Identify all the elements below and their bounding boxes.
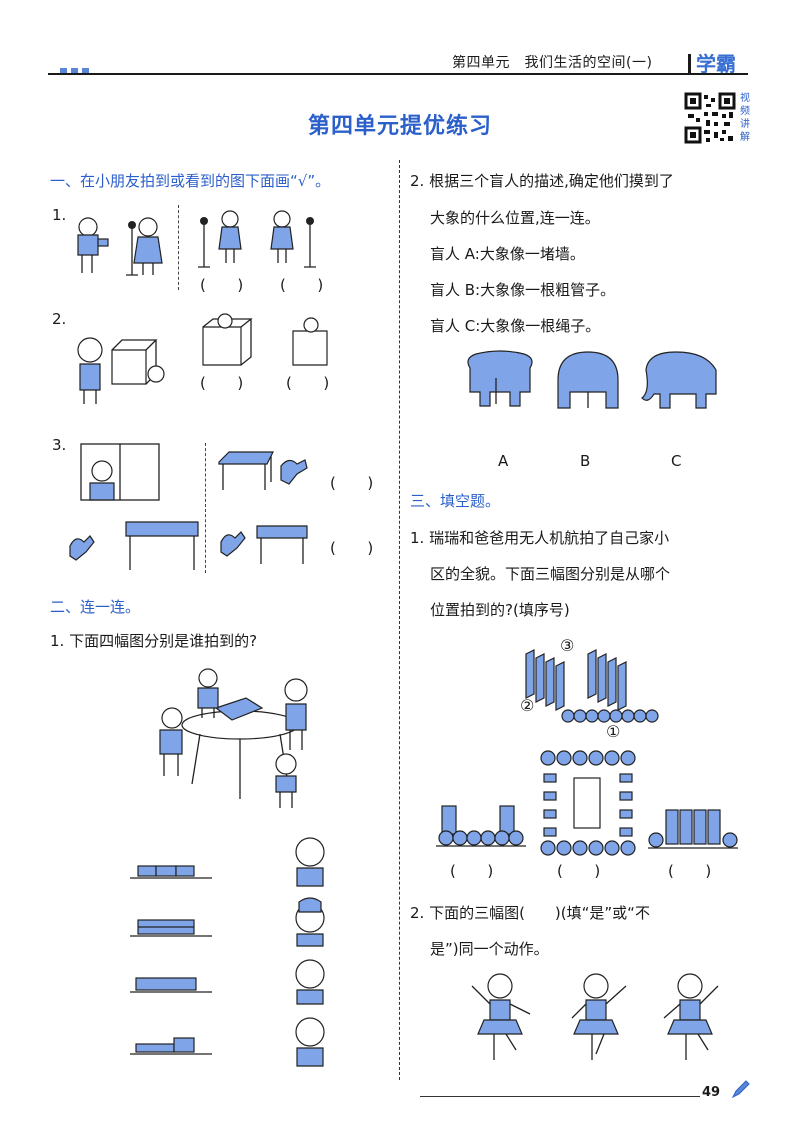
q2-viewer-cube-scene <box>77 337 165 404</box>
brand-logo: 学霸 <box>688 48 736 77</box>
dancing-girls-image <box>471 973 719 1060</box>
elephant-label-a: A <box>498 452 509 470</box>
p2-q1-text: 1. 下面四幅图分别是谁拍到的? <box>50 632 258 650</box>
p3-q1-line2: 区的全貌。下面三幅图分别是从哪个 <box>430 565 671 583</box>
blind-b-text: 盲人 B:大象像一根粗管子。 <box>430 281 616 299</box>
aerial-answer-3[interactable]: ( ) <box>668 862 712 880</box>
page-number: 49 <box>702 1085 721 1100</box>
p3-q1-line1: 1. 瑞瑞和爸爸用无人机航拍了自己家小 <box>410 529 670 547</box>
part1-heading: 一、在小朋友拍到或看到的图下面画“√”。 <box>50 172 331 190</box>
p3-q2-line1: 2. 下面的三幅图( )(填“是”或“不 <box>410 904 650 922</box>
view-from-side-image <box>436 805 526 847</box>
q3-dog-table-scene <box>69 521 199 570</box>
q1-answer-b[interactable]: ( ) <box>280 276 324 294</box>
q3-answer-b[interactable]: ( ) <box>330 539 374 557</box>
p1-q2-number: 2. <box>52 310 67 328</box>
q1-divider <box>178 205 179 290</box>
aerial-answer-2[interactable]: ( ) <box>557 862 601 880</box>
child-portraits <box>295 837 325 1067</box>
qr-video-label: 视频讲解 <box>740 93 750 143</box>
qr-code-icon[interactable] <box>684 92 736 144</box>
view-1-image <box>130 865 212 879</box>
q1-photographer-scene <box>77 217 163 276</box>
elephant-label-b: B <box>580 452 591 470</box>
q1-option-images <box>198 210 316 268</box>
q2-option-images <box>202 313 328 366</box>
q3-divider <box>205 443 206 573</box>
footer-rule <box>420 1096 700 1097</box>
column-divider <box>399 160 400 1080</box>
blind-a-text: 盲人 A:大象像一堵墙。 <box>430 245 585 263</box>
part2-heading: 二、连一连。 <box>50 598 141 616</box>
elephant-front-image <box>467 350 533 407</box>
q3-window-girl <box>80 443 160 501</box>
p1-q1-number: 1. <box>52 206 67 224</box>
position-marker-2: ② <box>520 696 535 715</box>
part3-heading: 三、填空题。 <box>410 492 501 510</box>
position-marker-1: ① <box>606 722 621 741</box>
elephant-label-c: C <box>671 452 682 470</box>
q2-answer-b[interactable]: ( ) <box>286 374 330 392</box>
p1-q2-line1: 2. 根据三个盲人的描述,确定他们摸到了 <box>410 172 674 190</box>
view-from-front-image <box>648 809 738 849</box>
p1-q3-number: 3. <box>52 436 67 454</box>
view-from-above-image <box>540 750 636 856</box>
table-four-children-scene <box>159 668 308 808</box>
aerial-answer-1[interactable]: ( ) <box>450 862 494 880</box>
q3-table-dog-b <box>220 525 308 564</box>
page-title: 第四单元提优练习 <box>307 114 492 139</box>
q1-answer-a[interactable]: ( ) <box>200 276 244 294</box>
blind-c-text: 盲人 C:大象像一根绳子。 <box>430 317 601 335</box>
p3-q1-line3: 位置拍到的?(填序号) <box>430 601 570 619</box>
pencil-icon <box>731 1080 750 1099</box>
header-decoration <box>60 60 93 79</box>
p3-q2-line2: 是”)同一个动作。 <box>430 940 549 958</box>
view-3-image <box>130 977 212 993</box>
view-2-image <box>130 919 212 937</box>
unit-title: 第四单元 我们生活的空间(一) <box>452 55 653 71</box>
header-rule <box>48 73 748 75</box>
q2-answer-a[interactable]: ( ) <box>200 374 244 392</box>
p1-q2-line2: 大象的什么位置,连一连。 <box>430 209 600 227</box>
q3-table-dog-a <box>218 451 308 490</box>
elephant-back-image <box>557 351 619 409</box>
neighborhood-aerial-image <box>525 649 659 723</box>
view-4-image <box>130 1037 212 1055</box>
q3-answer-a[interactable]: ( ) <box>330 474 374 492</box>
elephant-side-image <box>641 351 717 409</box>
position-marker-3: ③ <box>560 636 575 655</box>
